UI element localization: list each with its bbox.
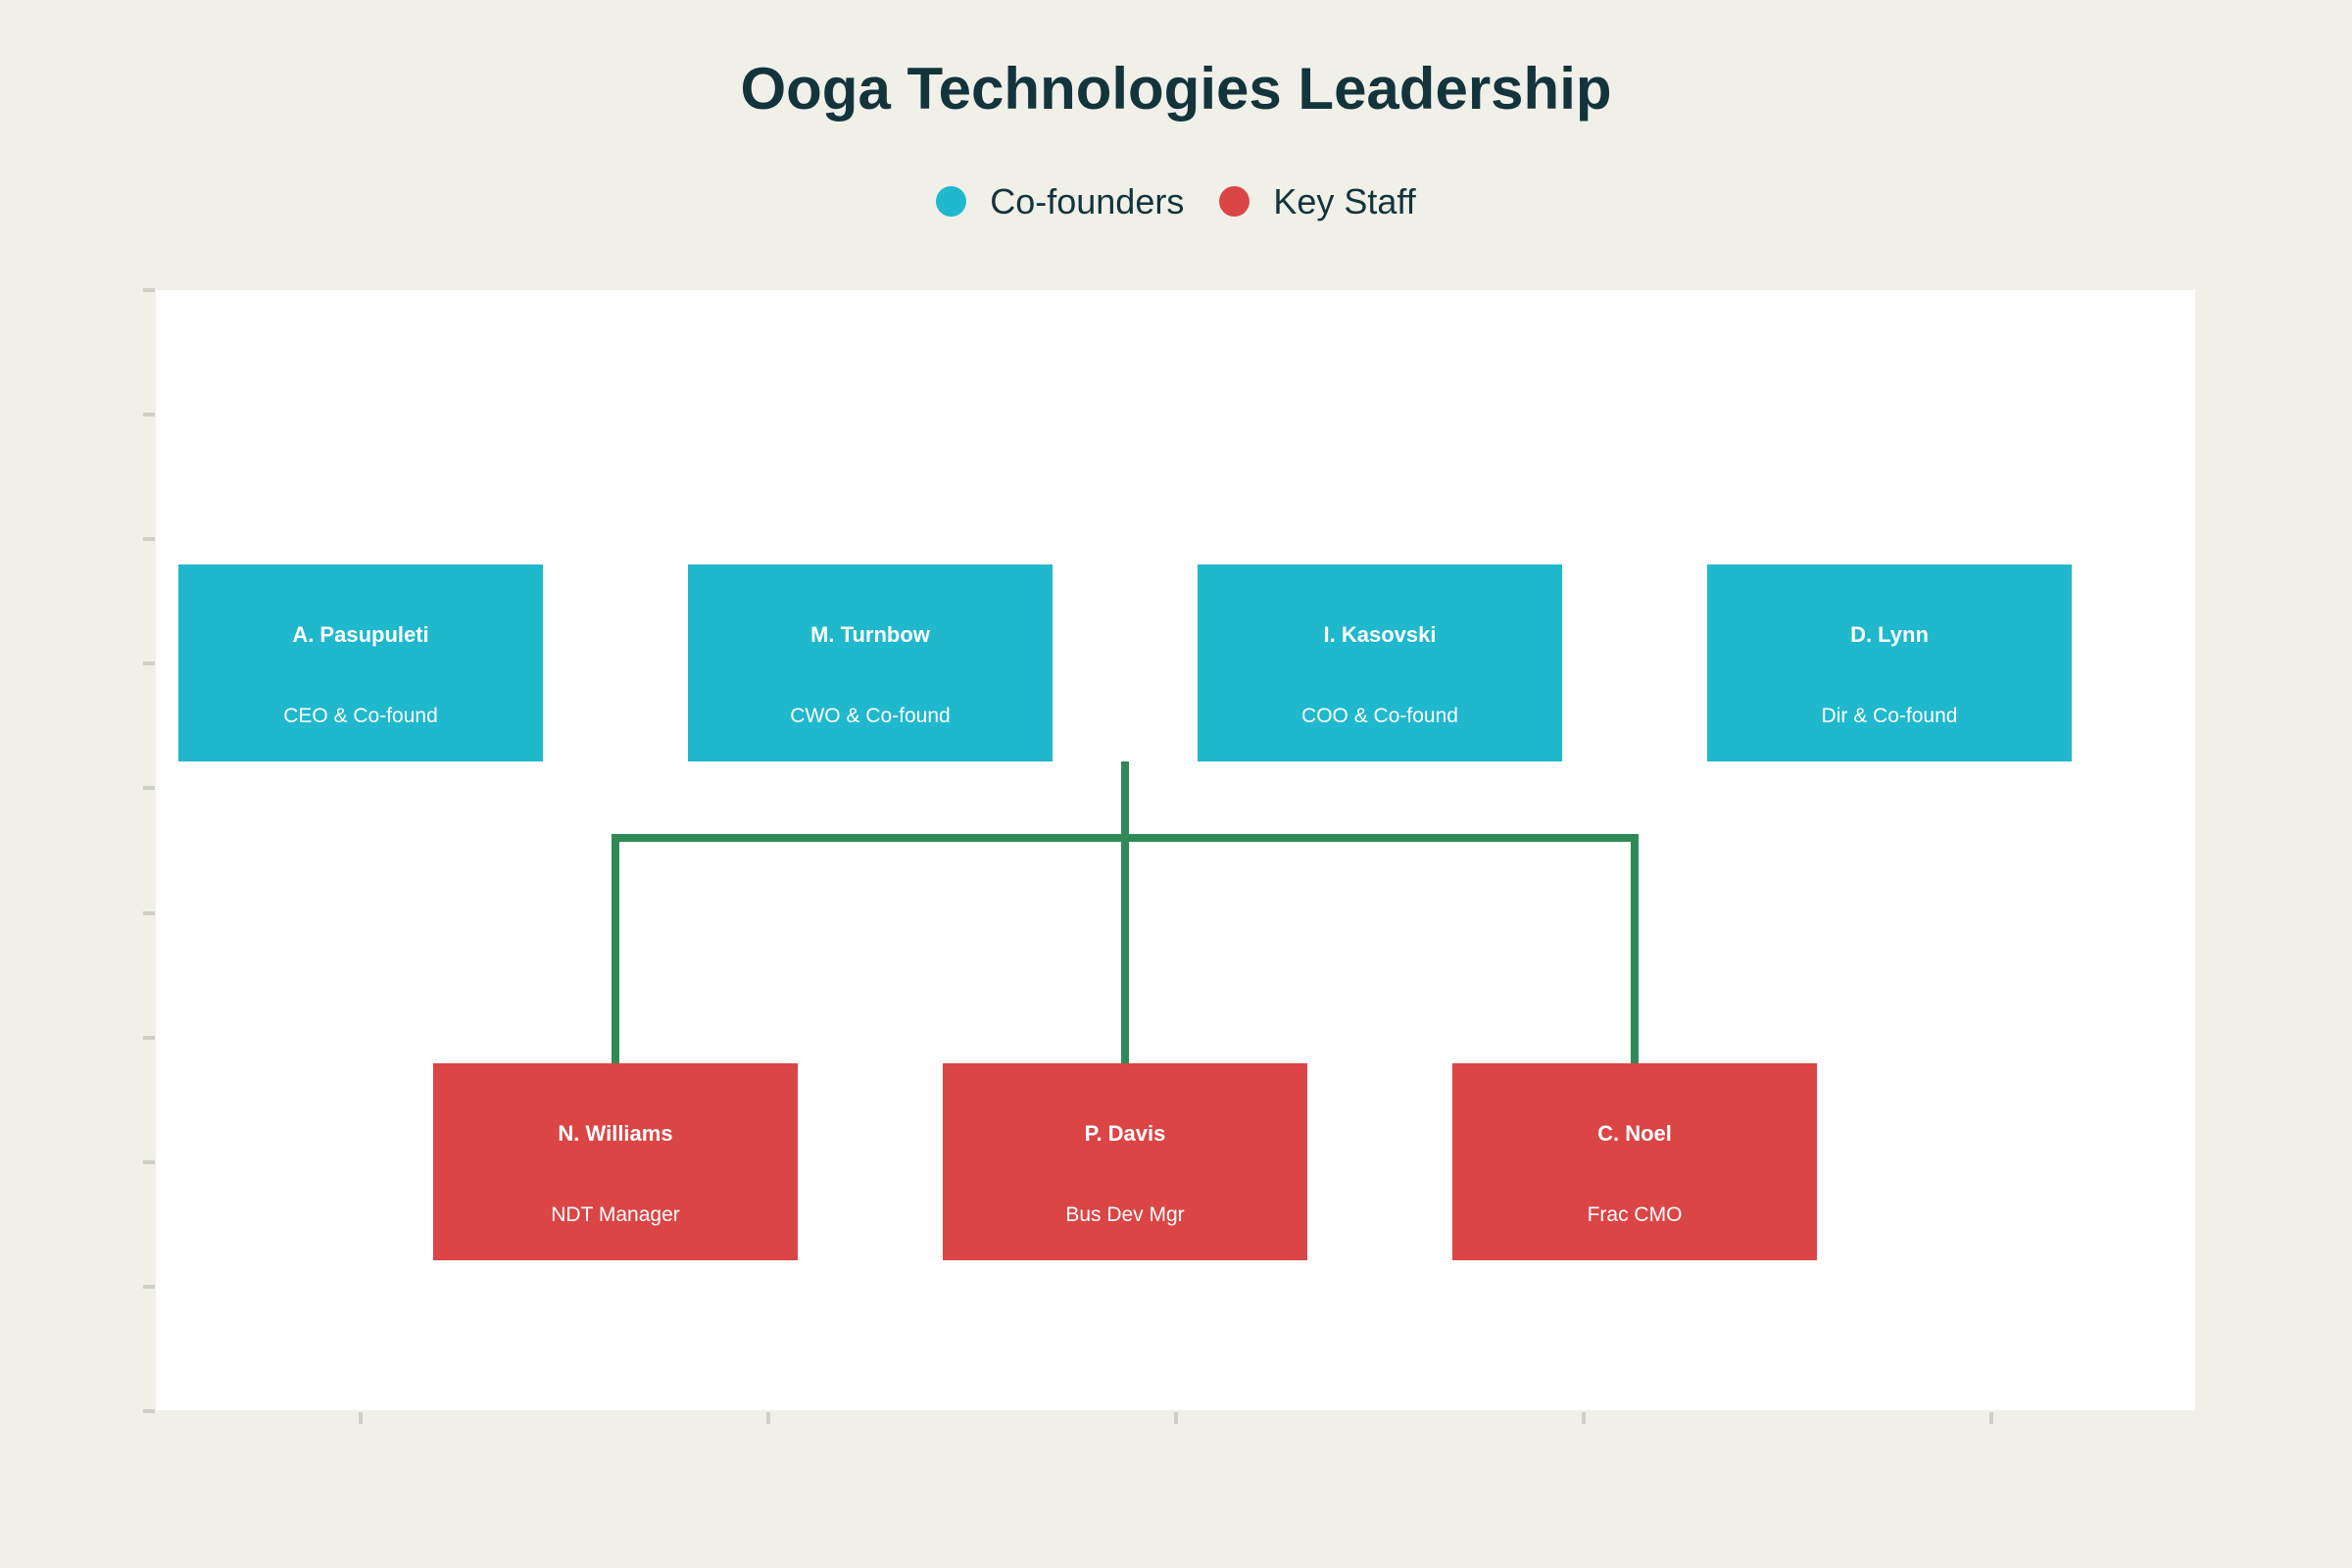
x-axis-tick bbox=[1174, 1412, 1178, 1424]
org-node-founder-4: D. Lynn Dir & Co-found bbox=[1707, 564, 2072, 761]
x-axis-tick bbox=[359, 1412, 363, 1424]
org-node-founder-3: I. Kasovski COO & Co-found bbox=[1198, 564, 1562, 761]
y-axis-tick bbox=[143, 1160, 155, 1164]
y-axis-tick bbox=[143, 1409, 155, 1413]
y-axis-tick bbox=[143, 288, 155, 292]
y-axis-tick bbox=[143, 413, 155, 416]
org-node-founder-2: M. Turnbow CWO & Co-found bbox=[688, 564, 1053, 761]
x-axis-tick bbox=[1989, 1412, 1993, 1424]
org-node-founder-1: A. Pasupuleti CEO & Co-found bbox=[178, 564, 543, 761]
keystaff-swatch-icon bbox=[1219, 186, 1250, 218]
node-name: N. Williams bbox=[558, 1121, 673, 1147]
node-role: Dir & Co-found bbox=[1821, 704, 1958, 727]
legend-item-keystaff: Key Staff bbox=[1219, 180, 1416, 222]
node-role: CEO & Co-found bbox=[283, 704, 438, 727]
legend-item-cofounders: Co-founders bbox=[936, 180, 1184, 222]
cofounders-swatch-icon bbox=[936, 186, 967, 218]
legend-label-keystaff: Key Staff bbox=[1273, 181, 1416, 221]
connector-lines bbox=[612, 761, 1639, 1063]
y-axis-tick bbox=[143, 537, 155, 541]
org-node-staff-2: P. Davis Bus Dev Mgr bbox=[943, 1063, 1307, 1260]
legend: Co-founders Key Staff bbox=[0, 180, 2352, 222]
x-axis-tick bbox=[766, 1412, 770, 1424]
node-role: NDT Manager bbox=[551, 1202, 680, 1226]
node-role: Frac CMO bbox=[1587, 1202, 1683, 1226]
page-title: Ooga Technologies Leadership bbox=[740, 56, 1612, 122]
node-name: I. Kasovski bbox=[1323, 622, 1437, 648]
node-name: M. Turnbow bbox=[810, 622, 930, 648]
node-name: P. Davis bbox=[1084, 1121, 1166, 1147]
plot-area: A. Pasupuleti CEO & Co-found M. Turnbow … bbox=[156, 290, 2195, 1410]
node-name: A. Pasupuleti bbox=[292, 622, 429, 648]
node-role: COO & Co-found bbox=[1301, 704, 1458, 727]
x-axis-tick bbox=[1582, 1412, 1586, 1424]
node-name: D. Lynn bbox=[1850, 622, 1929, 648]
y-axis-tick bbox=[143, 786, 155, 790]
node-name: C. Noel bbox=[1597, 1121, 1672, 1147]
node-role: CWO & Co-found bbox=[790, 704, 951, 727]
node-role: Bus Dev Mgr bbox=[1065, 1202, 1185, 1226]
legend-label-cofounders: Co-founders bbox=[990, 181, 1185, 221]
org-node-staff-1: N. Williams NDT Manager bbox=[433, 1063, 798, 1260]
org-node-staff-3: C. Noel Frac CMO bbox=[1452, 1063, 1817, 1260]
y-axis-tick bbox=[143, 662, 155, 665]
y-axis-tick bbox=[143, 1036, 155, 1040]
y-axis-tick bbox=[143, 1285, 155, 1289]
y-axis-tick bbox=[143, 911, 155, 915]
